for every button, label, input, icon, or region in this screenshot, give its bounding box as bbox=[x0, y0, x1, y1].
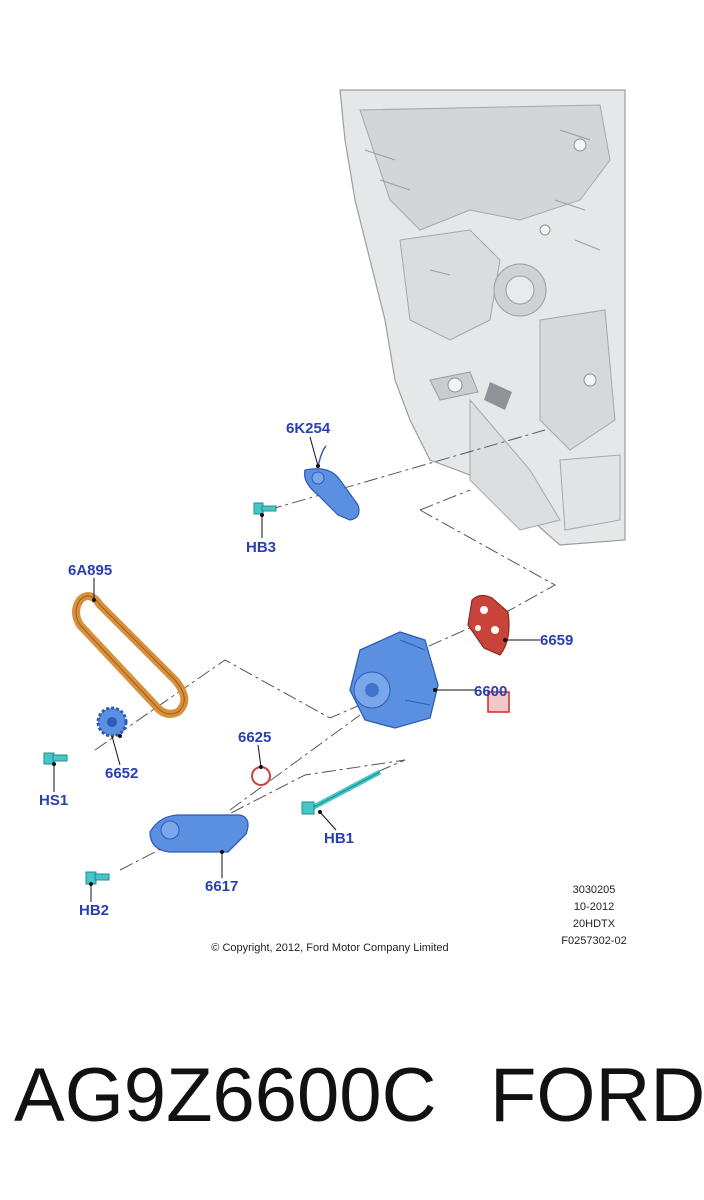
engine-code: 20HDTX bbox=[572, 918, 616, 930]
bolt-HB3 bbox=[253, 502, 277, 515]
label-6A895: 6A895 bbox=[68, 562, 113, 579]
o-ring-6625 bbox=[251, 766, 271, 786]
timing-belt-6A895 bbox=[72, 592, 189, 718]
engine-block bbox=[339, 89, 626, 546]
diagram-date: 10-2012 bbox=[573, 901, 615, 913]
diagram-code: 3030205 bbox=[572, 884, 616, 896]
oil-pump-6600 bbox=[349, 631, 510, 729]
leader-dots bbox=[52, 464, 507, 886]
label-6652: 6652 bbox=[105, 765, 139, 782]
gasket-6659 bbox=[467, 594, 510, 656]
label-6K254: 6K254 bbox=[286, 420, 331, 437]
bolt-HB1 bbox=[301, 769, 382, 815]
label-6659: 6659 bbox=[540, 632, 574, 649]
label-HB2: HB2 bbox=[79, 902, 110, 919]
label-HS1: HS1 bbox=[39, 792, 69, 809]
label-6600: 6600 bbox=[474, 683, 508, 700]
brand-caption: FORD bbox=[490, 1053, 704, 1138]
label-HB1: HB1 bbox=[324, 830, 355, 847]
label-6625: 6625 bbox=[238, 729, 272, 746]
label-6617: 6617 bbox=[205, 878, 239, 895]
part-number-caption: AG9Z6600C bbox=[14, 1053, 437, 1138]
diagram-artwork bbox=[43, 89, 626, 902]
label-HB3: HB3 bbox=[246, 539, 277, 556]
oil-pickup-6617 bbox=[149, 814, 249, 853]
figure-number: F0257302-02 bbox=[561, 935, 627, 947]
copyright-notice: © Copyright, 2012, Ford Motor Company Li… bbox=[211, 942, 449, 954]
tensioner-arm-6K254 bbox=[303, 445, 360, 521]
leader-lines bbox=[53, 436, 540, 902]
exploded-parts-diagram: 6K254 HB3 6A895 6659 6600 6652 HS1 6625 … bbox=[39, 89, 627, 954]
sprocket-6652 bbox=[96, 706, 128, 738]
bolt-HS1 bbox=[43, 752, 68, 765]
bolt-HB2 bbox=[85, 871, 110, 885]
